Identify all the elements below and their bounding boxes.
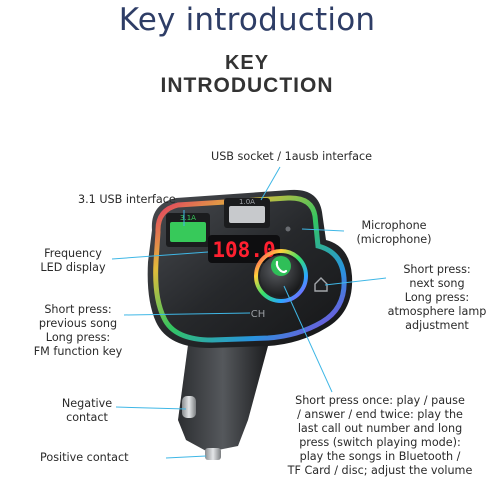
label-center-line3: last call out number and long xyxy=(297,422,463,435)
subtitle-line-2: INTRODUCTION xyxy=(160,74,334,97)
negative-contact xyxy=(182,396,196,418)
label-frequency-line2: LED display xyxy=(40,261,106,274)
label-center-line5: play the songs in Bluetooth / xyxy=(299,450,461,463)
label-next-line3: Long press: xyxy=(404,291,470,304)
home-icon xyxy=(314,277,328,292)
phone-icon xyxy=(271,256,291,276)
label-previous-song: Short press: previous song Long press: F… xyxy=(28,303,128,359)
next-button xyxy=(314,277,328,292)
microphone-hole xyxy=(285,226,291,232)
positive-contact xyxy=(205,448,221,460)
subtitle-line-1: KEY xyxy=(224,52,270,74)
label-next-line5: adjustment xyxy=(405,319,469,332)
label-negative-contact: Negative contact xyxy=(52,397,122,425)
label-usb-socket: USB socket / 1ausb interface xyxy=(211,150,373,163)
label-microphone: Microphone (microphone) xyxy=(348,219,440,247)
leader-lines xyxy=(111,166,387,459)
usb-port-left-text: 3.1A xyxy=(180,214,196,222)
label-usb-31: 3.1 USB interface xyxy=(78,193,176,206)
label-prev-line1: Short press: xyxy=(44,303,112,316)
usb-port-1a: 1.0A xyxy=(224,198,270,228)
label-frequency-line1: Frequency xyxy=(44,247,102,260)
device-head: 3.1A 1.0A 108.0 CH xyxy=(147,189,353,348)
plug-barrel xyxy=(178,330,268,460)
label-next-song: Short press: next song Long press: atmos… xyxy=(382,263,492,333)
usb-port-right-text: 1.0A xyxy=(239,198,255,206)
label-positive-contact: Positive contact xyxy=(40,451,129,464)
led-display xyxy=(208,235,280,263)
label-microphone-line1: Microphone xyxy=(361,219,427,232)
ch-button-label: CH xyxy=(251,309,266,320)
label-prev-line4: FM function key xyxy=(33,345,123,358)
page-title: Key introduction xyxy=(118,2,376,38)
label-next-line4: atmosphere lamp xyxy=(387,305,487,318)
usb-port-3-1a: 3.1A xyxy=(166,213,210,247)
label-next-line1: Short press: xyxy=(403,263,471,276)
label-negative-line2: contact xyxy=(66,411,108,424)
label-center-line6: TF Card / disc; adjust the volume xyxy=(287,464,473,477)
ch-button: CH xyxy=(251,309,266,320)
label-center-line1: Short press once: play / pause xyxy=(295,394,465,407)
label-center-line4: press (switch playing mode): xyxy=(299,436,461,449)
label-center-knob: Short press once: play / pause / answer … xyxy=(280,394,480,478)
label-center-line2: / answer / end twice: play the xyxy=(297,408,463,421)
multifunction-knob xyxy=(254,249,308,303)
label-prev-line2: previous song xyxy=(38,317,118,330)
label-next-line2: next song xyxy=(409,277,465,290)
label-frequency-display: Frequency LED display xyxy=(28,247,118,275)
label-microphone-line2: (microphone) xyxy=(356,233,432,246)
label-negative-line1: Negative xyxy=(61,397,113,410)
label-prev-line3: Long press: xyxy=(45,331,111,344)
